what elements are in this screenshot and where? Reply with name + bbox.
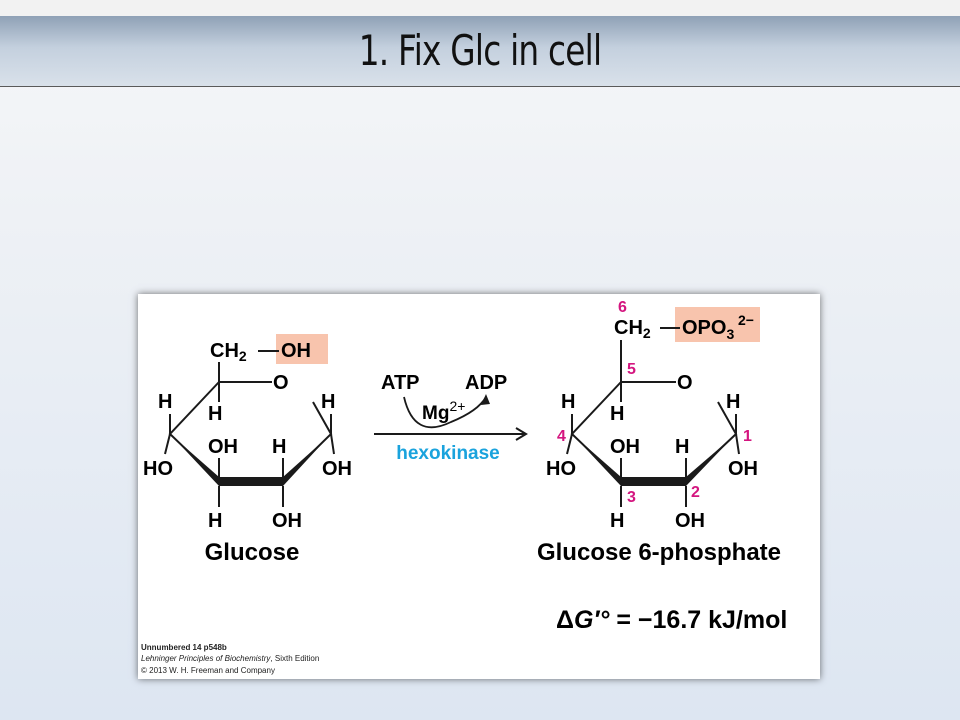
figure-id: Unnumbered 14 p548b — [141, 643, 227, 652]
glucose-c1-oh-bond — [330, 433, 335, 455]
carbon-number-3: 3 — [627, 489, 636, 506]
glucose-c3-oh: OH — [208, 436, 238, 458]
copyright-credit: © 2013 W. H. Freeman and Company — [141, 666, 275, 675]
reaction-arrowhead — [515, 427, 528, 441]
g6p-c1-oh: OH — [728, 458, 758, 480]
g6p-c3-oh: OH — [610, 436, 640, 458]
glucose-c1-h: H — [321, 391, 335, 413]
g6p-c4-h: H — [561, 391, 575, 413]
glucose-ring-o: O — [273, 372, 289, 394]
mg-cofactor: Mg2+ — [422, 398, 465, 424]
carbon-number-1: 1 — [743, 428, 752, 445]
glucose-ch2-label: CH2 — [210, 340, 247, 364]
glucose-wedge-left — [170, 434, 219, 486]
adp-arrowhead — [481, 394, 490, 405]
g6p-c1-oh-bond — [735, 433, 740, 455]
g6p-c4-oh-bond — [566, 433, 573, 455]
g6p-c1-h: H — [726, 391, 740, 413]
figure-panel: CH2 OH O H H H OH H HO OH H — [138, 294, 820, 679]
enzyme-hexokinase: hexokinase — [396, 443, 500, 464]
glucose-wedge-front — [219, 477, 283, 486]
phosphate-group: OPO3 — [682, 317, 734, 342]
g6p-c3-h: H — [610, 510, 624, 532]
delta-g-energy: ΔG′° = −16.7 kJ/mol — [556, 606, 787, 634]
g6p-wedge-front — [621, 477, 686, 486]
reaction-arrow: ATP ADP Mg2+ hexokinase — [374, 372, 528, 464]
top-strip — [0, 0, 960, 16]
glucose-c4-oh-bond — [164, 433, 171, 455]
carbon-number-2: 2 — [691, 484, 700, 501]
slide-title: 1. Fix Glc in cell — [358, 26, 602, 75]
g6p-c2-h: H — [675, 436, 689, 458]
g6p-c4-ho: HO — [546, 458, 576, 480]
reaction-diagram: CH2 OH O H H H OH H HO OH H — [143, 299, 787, 634]
carbon-number-4: 4 — [557, 428, 566, 445]
glucose-c2-h: H — [272, 436, 286, 458]
atp-adp-curve — [403, 396, 487, 429]
phosphate-charge: 2− — [738, 312, 754, 328]
glucose-c6-oh: OH — [281, 340, 311, 362]
glucose-c3-h: H — [208, 510, 222, 532]
g6p-c2-oh: OH — [675, 510, 705, 532]
g6p-wedge-left — [572, 434, 621, 486]
adp-label: ADP — [465, 372, 507, 394]
g6p-ch2-label: CH2 — [614, 317, 651, 341]
carbon-number-6: 6 — [618, 299, 627, 316]
glucose-wedge-right — [283, 434, 331, 486]
book-credit: Lehninger Principles of Biochemistry, Si… — [141, 654, 320, 663]
glucose-structure: CH2 OH O H H H OH H HO OH H — [143, 334, 352, 566]
glucose-name: Glucose — [205, 539, 300, 566]
glucose-ring-bonds — [168, 381, 333, 482]
glucose-c5-h: H — [208, 403, 222, 425]
glucose-oh-highlight — [276, 334, 328, 364]
g6p-c5-h: H — [610, 403, 624, 425]
atp-label: ATP — [381, 372, 420, 394]
glucose-c4-ho: HO — [143, 458, 173, 480]
carbon-number-5: 5 — [627, 361, 636, 378]
title-bar: 1. Fix Glc in cell — [0, 16, 960, 87]
g6p-ring-bonds — [570, 381, 738, 482]
g6p-wedge-right — [686, 434, 736, 486]
glucose-c4-h: H — [158, 391, 172, 413]
g6p-ring-o: O — [677, 372, 693, 394]
phosphate-highlight — [675, 307, 760, 342]
glucose-c1-oh: OH — [322, 458, 352, 480]
glucose-6-phosphate-structure: 6 CH2 OPO3 2− 5 O H H H 4 1 OH H HO — [537, 299, 781, 566]
glucose-c2-oh: OH — [272, 510, 302, 532]
g6p-name: Glucose 6-phosphate — [537, 539, 781, 566]
